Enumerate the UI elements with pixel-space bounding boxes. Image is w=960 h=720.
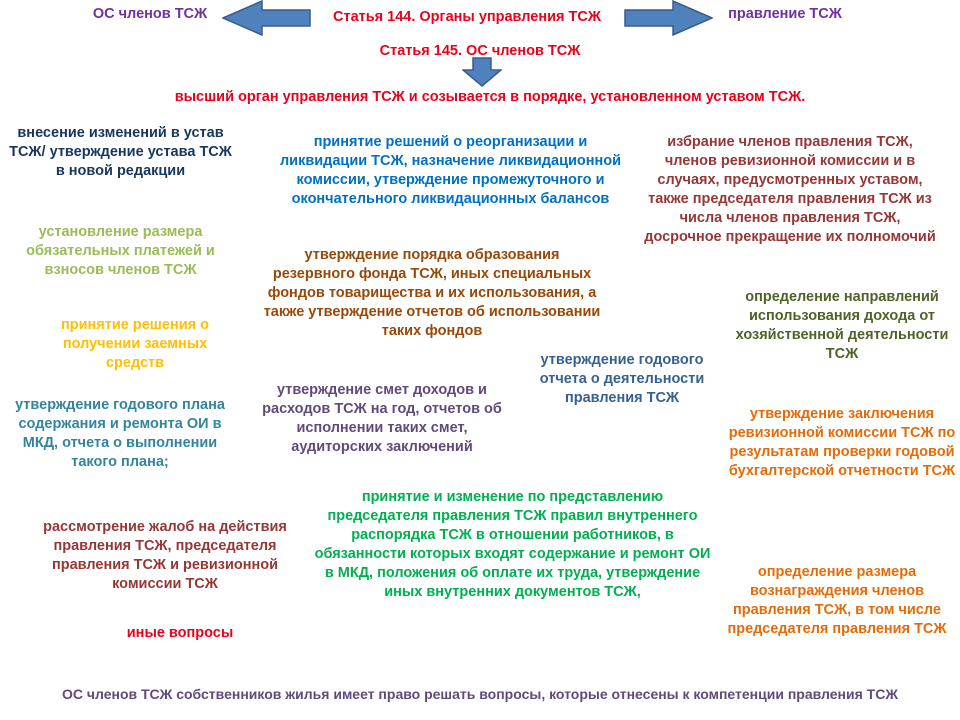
item-estimates: утверждение смет доходов и расходов ТСЖ … bbox=[262, 382, 502, 455]
item-internal-rules: принятие и изменение по представлению пр… bbox=[314, 489, 711, 600]
item-other: иные вопросы bbox=[126, 625, 234, 641]
item-income-use: определение направлений использования до… bbox=[735, 289, 949, 362]
subtitle: Статья 145. ОС членов ТСЖ bbox=[379, 43, 581, 59]
item-reorganization: принятие решений о реорганизации и ликви… bbox=[279, 134, 622, 207]
item-loans: принятие решения о получении заемных сре… bbox=[61, 317, 209, 371]
down-arrow-icon bbox=[462, 57, 502, 87]
footer-note: ОС членов ТСЖ собственников жилья имеет … bbox=[61, 686, 898, 702]
item-payments: установление размера обязательных платеж… bbox=[26, 224, 215, 278]
item-annual-report: утверждение годового отчета о деятельнос… bbox=[539, 352, 705, 406]
page-title: Статья 144. Органы управления ТСЖ bbox=[333, 9, 601, 25]
right-label: правление ТСЖ bbox=[728, 6, 842, 22]
left-arrow-icon bbox=[222, 0, 311, 36]
item-charter: внесение изменений в устав ТСЖ/ утвержде… bbox=[9, 125, 232, 179]
item-remuneration: определение размера вознаграждения члено… bbox=[727, 564, 947, 637]
right-arrow-icon bbox=[624, 0, 713, 36]
item-audit-conclusion: утверждение заключения ревизионной комис… bbox=[728, 406, 956, 479]
item-election: избрание членов правления ТСЖ, членов ре… bbox=[644, 134, 936, 245]
left-label: ОС членов ТСЖ bbox=[92, 6, 208, 22]
item-maintenance-plan: утверждение годового плана содержания и … bbox=[15, 397, 225, 470]
definition: высший орган управления ТСЖ и созывается… bbox=[174, 89, 806, 105]
item-complaints: рассмотрение жалоб на действия правления… bbox=[43, 519, 287, 592]
item-reserve-fund: утверждение порядка образования резервно… bbox=[263, 247, 601, 339]
